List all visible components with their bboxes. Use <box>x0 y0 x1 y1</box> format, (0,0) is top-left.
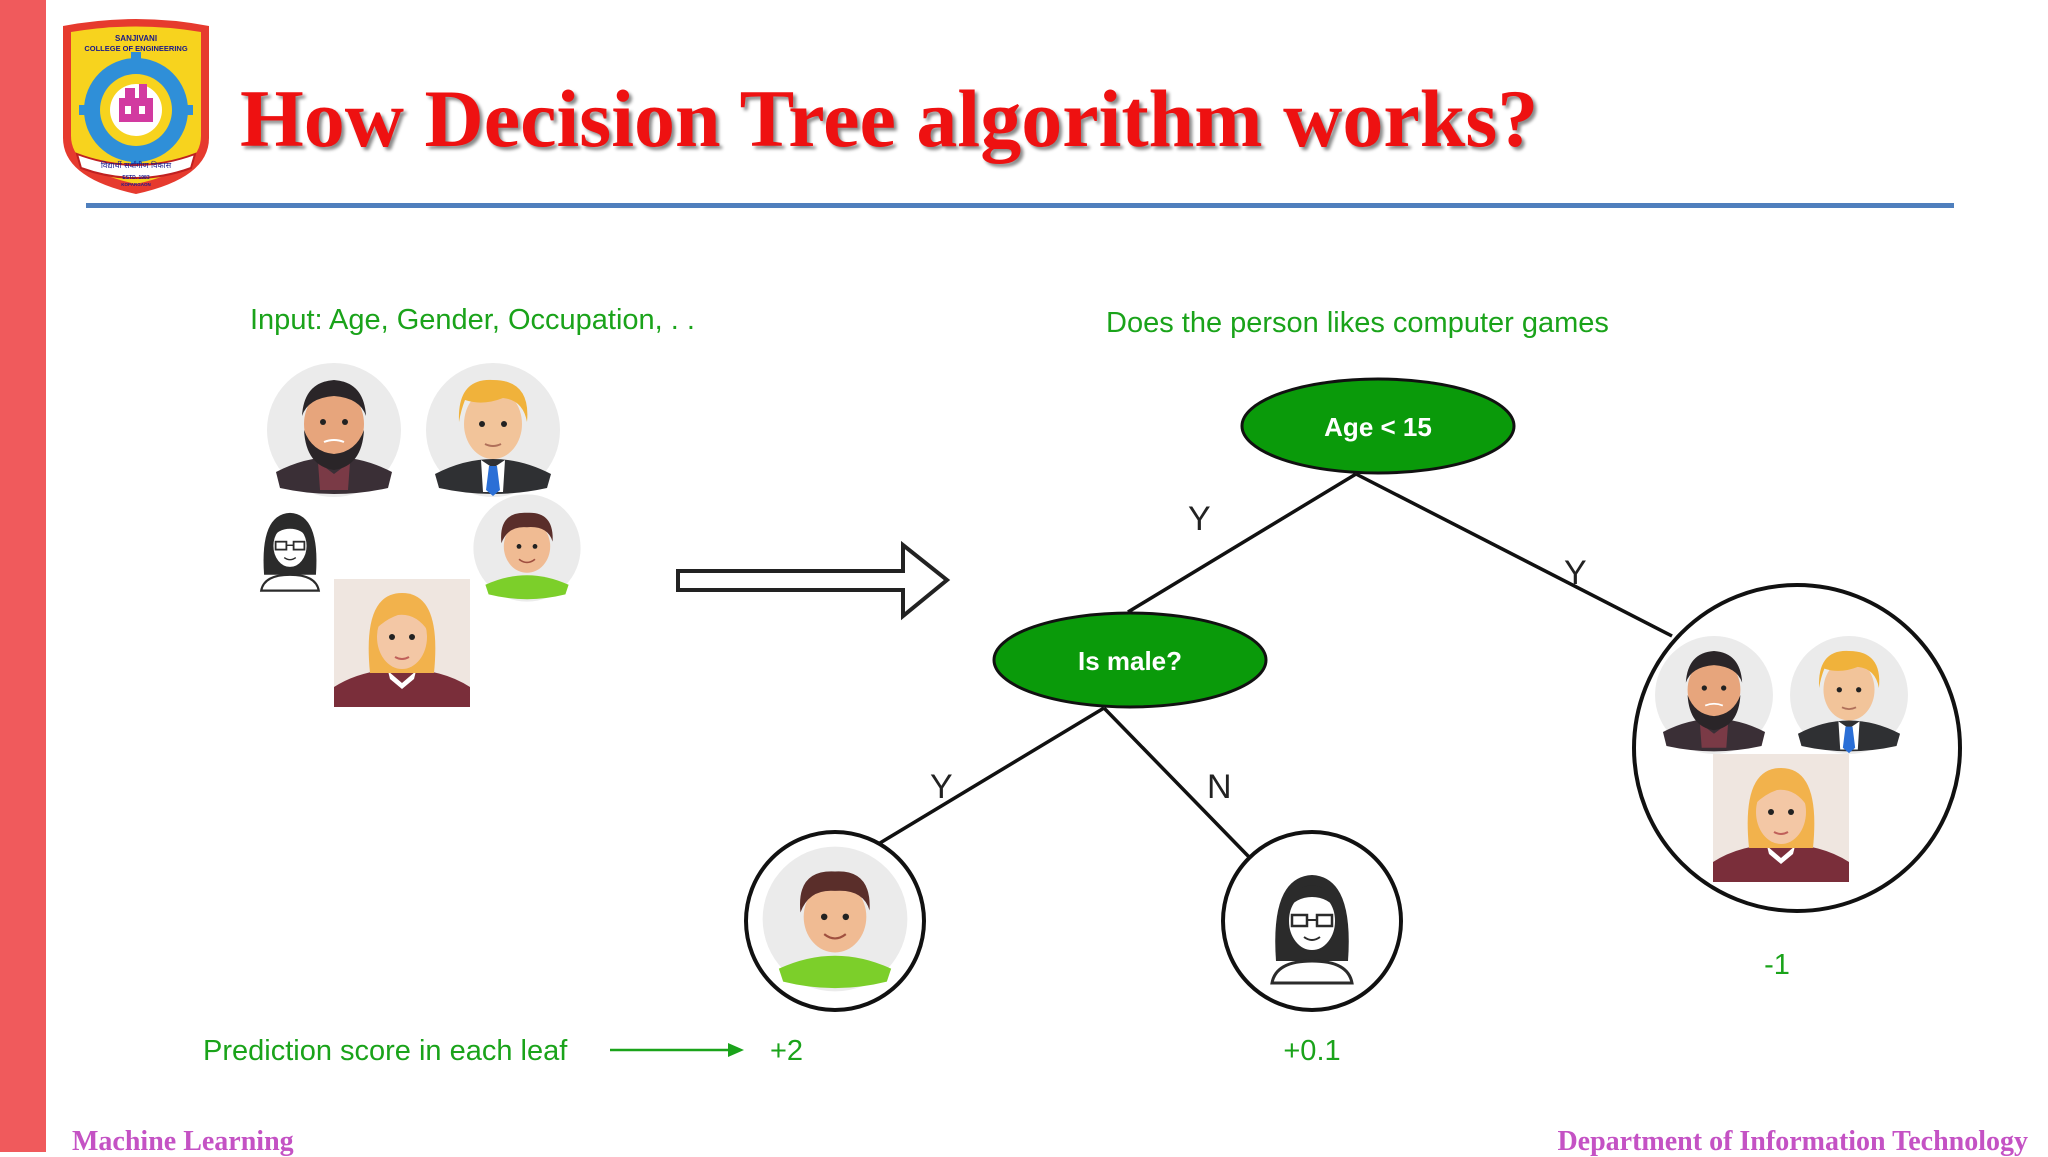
avatar-woman <box>333 578 471 708</box>
question-label: Does the person likes computer games <box>1106 307 1609 339</box>
score-left: +2 <box>770 1035 803 1067</box>
logo-sub-text: COLLEGE OF ENGINEERING <box>84 44 188 53</box>
score-right: -1 <box>1764 949 1790 981</box>
edge-child-right <box>1102 706 1252 860</box>
logo-place-text: KOPARGAON <box>121 182 150 187</box>
edge-child-left <box>879 706 1105 845</box>
input-label: Input: Age, Gender, Occupation, . . <box>250 304 695 336</box>
avatar-girl-glasses <box>240 496 340 596</box>
leaf-right <box>1632 583 1962 913</box>
college-logo: SANJIVANI COLLEGE OF ENGINEERING विद्यार… <box>63 19 209 194</box>
edge-root-left <box>1127 472 1357 614</box>
logo-estd-text: ESTD. 1983 <box>122 175 149 181</box>
leaf-caption-arrow-icon <box>728 1043 744 1057</box>
edge-label-child-left: Y <box>930 768 953 806</box>
input-avatars <box>240 362 582 708</box>
child-node <box>992 611 1268 709</box>
logo-ribbon-text: विद्यार्थी सर्वांगीण विकास <box>101 160 172 170</box>
left-accent-bar <box>0 0 46 1152</box>
root-node <box>1240 377 1516 475</box>
root-node-label: Age < 15 <box>1324 412 1432 442</box>
edge-label-root-right: Y <box>1564 554 1587 592</box>
avatar-blond-man <box>425 362 561 498</box>
edge-label-child-right: N <box>1207 768 1232 806</box>
leaf-caption: Prediction score in each leaf <box>203 1035 568 1067</box>
leaf-middle <box>1221 830 1403 1012</box>
title-divider <box>86 203 1954 208</box>
score-middle: +0.1 <box>1283 1035 1340 1067</box>
footer-department: Department of Information Technology <box>1557 1126 2028 1157</box>
avatar-bearded-man <box>266 362 402 498</box>
edge-root-right <box>1355 472 1673 638</box>
logo-top-text: SANJIVANI <box>115 34 157 43</box>
transform-arrow-icon <box>676 540 951 621</box>
leaf-left <box>744 830 926 1012</box>
slide-title: How Decision Tree algorithm works? <box>240 73 1539 164</box>
footer-course: Machine Learning <box>72 1126 294 1157</box>
edge-label-root-left: Y <box>1188 500 1211 538</box>
child-node-label: Is male? <box>1078 646 1182 676</box>
avatar-boy <box>472 493 582 603</box>
